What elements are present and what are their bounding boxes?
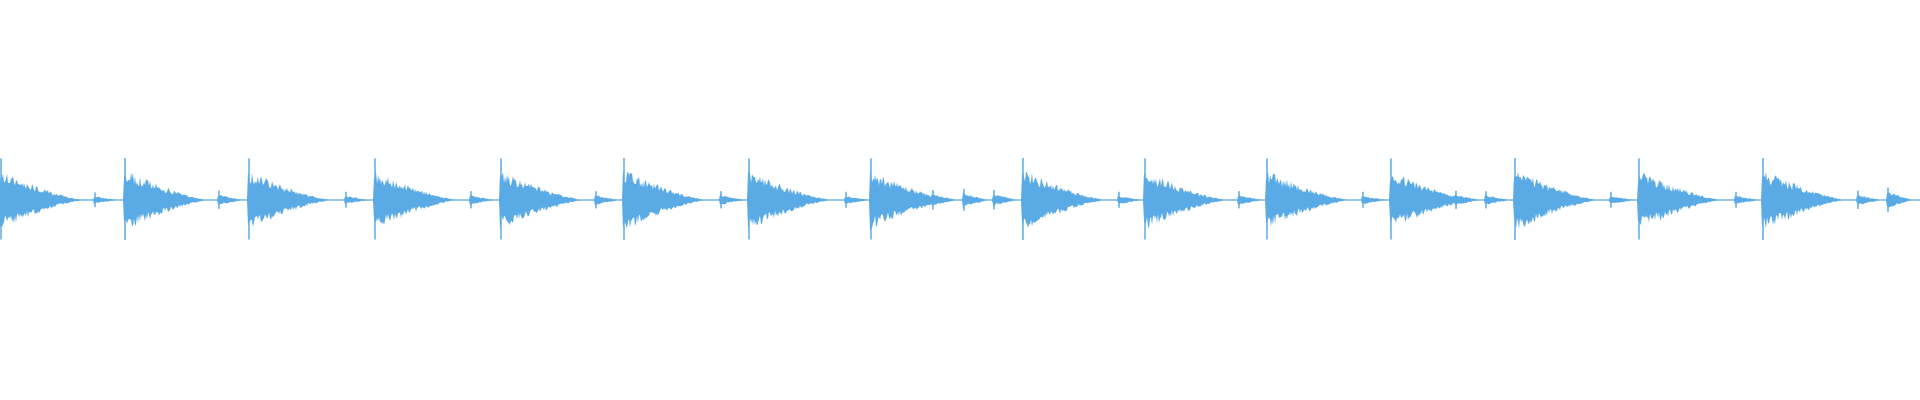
- waveform-group: [0, 158, 1920, 240]
